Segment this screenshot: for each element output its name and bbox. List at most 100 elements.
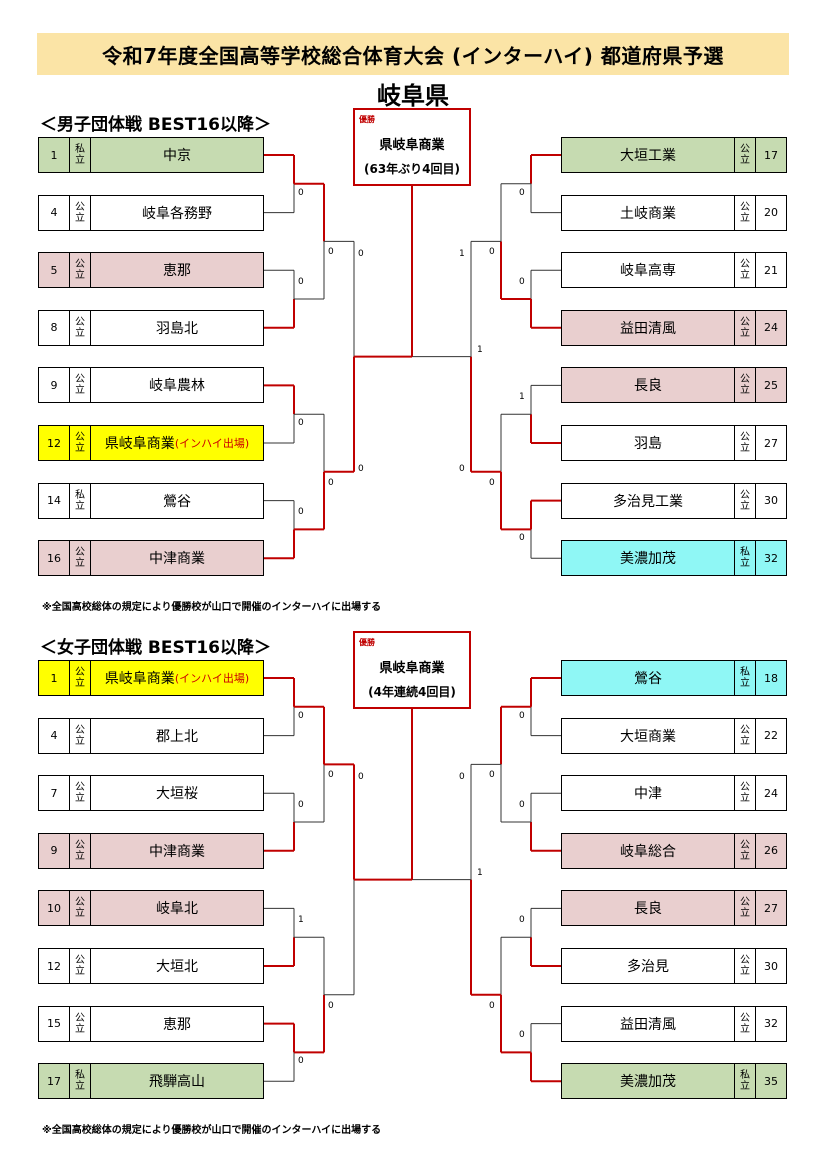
school-type: 公立 — [69, 310, 91, 345]
score-label: 0 — [519, 1030, 525, 1041]
team-note: (インハイ出場) — [174, 437, 250, 450]
school-type-2: 立 — [740, 850, 750, 862]
seed-number: 9 — [50, 378, 58, 392]
team-name-text: 県岐阜商業 — [104, 671, 175, 687]
team-row: 27 公立 長良 — [561, 890, 787, 927]
seed-number: 7 — [50, 786, 58, 800]
school-type-1: 私 — [75, 1070, 85, 1082]
team-name: 大垣工業 — [562, 138, 734, 172]
seed-number: 27 — [764, 901, 778, 915]
champion-label: 優勝 — [359, 115, 375, 124]
school-type-1: 公 — [75, 782, 85, 794]
seed-number: 24 — [764, 321, 778, 335]
school-type: 公立 — [69, 949, 91, 983]
score-label: 0 — [489, 770, 495, 781]
score-label: 0 — [519, 710, 525, 721]
team-name-text: 美濃加茂 — [620, 551, 676, 568]
seed-number: 18 — [764, 671, 778, 685]
school-type-1: 公 — [75, 259, 85, 271]
school-type-2: 立 — [740, 443, 750, 454]
team-name: 大垣北 — [91, 949, 263, 983]
team-name-text: 羽島 — [634, 436, 662, 452]
team-row: 26 公立岐阜総合 — [561, 832, 787, 869]
school-type-2: 立 — [75, 270, 85, 282]
team-name: 恵那 — [91, 253, 263, 287]
school-type-2: 立 — [740, 270, 750, 282]
school-type-1: 公 — [740, 839, 750, 851]
team-name: 岐阜総合 — [562, 834, 734, 868]
school-type-2: 立 — [740, 500, 750, 512]
team-name: 鶯谷 — [562, 661, 734, 695]
school-type: 公立 — [734, 891, 756, 926]
seed-number: 14 — [47, 494, 61, 508]
team-row: 10 公立岐阜北 — [38, 890, 264, 927]
school-type: 公立 — [69, 426, 91, 460]
school-type-2: 立 — [75, 443, 85, 454]
team-name: 恵那 — [91, 1007, 263, 1041]
school-type-1: 公 — [740, 374, 750, 386]
seed-number: 1 — [50, 671, 58, 685]
team-name-text: 恵那 — [163, 1016, 191, 1033]
seed-number: 10 — [47, 901, 61, 915]
team-name-text: 恵那 — [163, 263, 191, 280]
champion-sub: (4年連続4回目) — [368, 685, 456, 699]
team-name-text: 中津商業 — [149, 551, 205, 568]
team-name: 長良 — [562, 891, 734, 925]
team-name-text: 長良 — [634, 901, 662, 918]
school-type-1: 公 — [740, 782, 750, 794]
school-type: 公立 — [69, 891, 91, 926]
team-name-text: 大垣工業 — [620, 148, 676, 164]
school-type: 私立 — [734, 661, 756, 695]
school-type-2: 立 — [740, 212, 750, 224]
team-name-text: 中京 — [163, 148, 191, 164]
school-type-1: 公 — [75, 1012, 85, 1024]
score-label: 0 — [298, 710, 304, 721]
school-type-2: 立 — [75, 850, 85, 862]
school-type: 公立 — [69, 368, 91, 403]
team-name: 岐阜北 — [91, 891, 263, 925]
school-type-1: 公 — [75, 201, 85, 213]
seed-number: 4 — [50, 206, 58, 220]
champion-label: 優勝 — [359, 638, 375, 647]
seed-number: 22 — [764, 729, 778, 743]
school-type-2: 立 — [75, 327, 85, 339]
team-name-text: 羽島北 — [156, 320, 198, 337]
school-type-2: 立 — [740, 558, 750, 570]
school-type-2: 立 — [740, 1023, 750, 1035]
team-name: 県岐阜商業(インハイ出場) — [91, 426, 263, 460]
team-name: 中津商業 — [91, 834, 263, 868]
champion-sub: (63年ぶり4回目) — [363, 162, 461, 176]
seed-number: 4 — [50, 729, 58, 743]
school-type: 私立 — [734, 541, 756, 576]
school-type-1: 公 — [740, 897, 750, 909]
score-label: 0 — [459, 772, 465, 783]
team-name-text: 県岐阜商業 — [104, 436, 175, 452]
school-type-1: 公 — [740, 144, 750, 155]
seed-number: 9 — [50, 844, 58, 858]
team-row: 9 公立 岐阜農林 — [38, 367, 264, 404]
school-type-1: 私 — [740, 667, 750, 678]
score-label: 0 — [298, 418, 304, 429]
school-type-2: 立 — [75, 908, 85, 920]
school-type: 公立 — [734, 483, 756, 518]
team-name-text: 岐阜各務野 — [142, 205, 212, 222]
team-name-text: 岐阜農林 — [149, 378, 205, 395]
score-label: 1 — [298, 915, 304, 926]
school-type-1: 公 — [740, 489, 750, 501]
score-label: 0 — [358, 249, 364, 260]
team-name: 美濃加茂 — [562, 541, 734, 575]
score-label: 0 — [489, 247, 495, 258]
team-name: 飛騨高山 — [91, 1064, 263, 1098]
seed-number: 26 — [764, 844, 778, 858]
school-type: 公立 — [734, 253, 756, 288]
